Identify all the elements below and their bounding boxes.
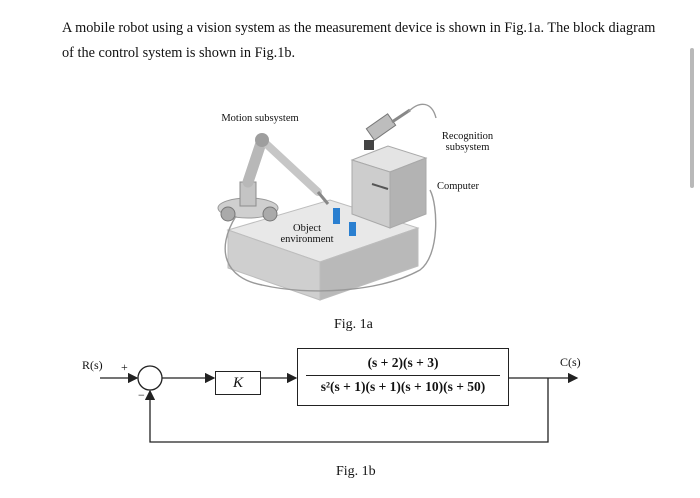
- label-recognition-subsystem: Recognition subsystem: [441, 131, 494, 153]
- camera-body: [365, 113, 397, 141]
- cable-camera: [407, 103, 437, 119]
- gain-block: K: [215, 371, 261, 395]
- input-label: R(s): [82, 358, 103, 372]
- label-motion-subsystem: Motion subsystem: [221, 113, 299, 124]
- camera-mount: [391, 108, 411, 124]
- computer-drive-slot: [371, 183, 389, 190]
- caption-fig1b: Fig. 1b: [336, 464, 376, 479]
- plant-denominator: s²(s + 1)(s + 1)(s + 10)(s + 50): [320, 379, 486, 394]
- plant-numerator: (s + 2)(s + 3): [367, 355, 439, 370]
- computer-side: [389, 157, 427, 229]
- robot-elbow: [255, 133, 269, 147]
- object-block-1: [333, 208, 340, 224]
- robot-wheel-right: [262, 206, 278, 222]
- label-object-environment: Object environment: [280, 223, 334, 245]
- platform-right-face: [319, 227, 419, 301]
- intro-paragraph: A mobile robot using a vision system as …: [62, 20, 656, 61]
- robot-upper-arm: [242, 134, 268, 188]
- plus-sign: +: [121, 360, 128, 374]
- summing-junction: [137, 365, 163, 391]
- object-block-2: [349, 222, 356, 236]
- feedback-path: [144, 378, 549, 443]
- camera-lens: [364, 140, 374, 150]
- robot-forearm: [258, 136, 322, 196]
- plant-block: (s + 2)(s + 3) s²(s + 1)(s + 1)(s + 10)(…: [297, 348, 509, 406]
- minus-sign: −: [138, 388, 145, 402]
- scrollbar-thumb[interactable]: [690, 48, 694, 188]
- fraction-bar: [306, 375, 500, 376]
- label-computer: Computer: [437, 181, 479, 192]
- robot-gripper: [316, 191, 330, 205]
- robot-wheel-left: [220, 206, 236, 222]
- cable-robot-computer: [224, 189, 437, 292]
- caption-fig1a: Fig. 1a: [334, 317, 373, 332]
- output-label: C(s): [560, 355, 581, 369]
